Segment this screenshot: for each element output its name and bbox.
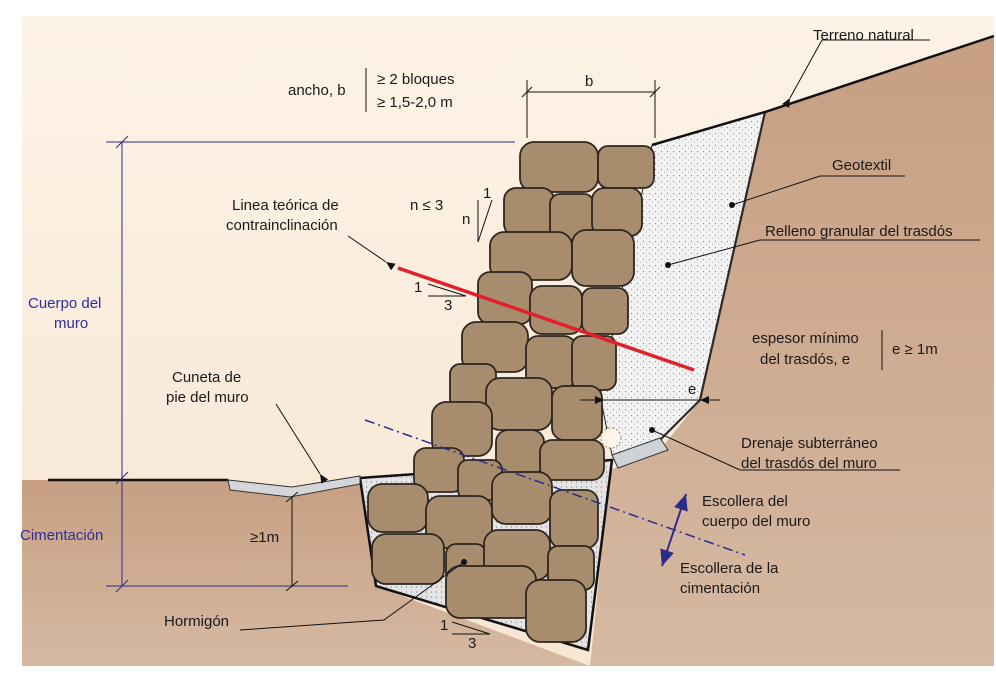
label-cuerpo-2: muro (54, 315, 88, 332)
label-cuerpo-1: Cuerpo del (28, 295, 101, 312)
label-espesor-2: del trasdós, e (760, 351, 850, 368)
slope-triangle-counter (427, 283, 467, 297)
label-espesor-1: espesor mínimo (752, 330, 859, 347)
slope-triangle-n (477, 199, 493, 243)
leader-terreno (782, 39, 930, 108)
separation-line (364, 419, 746, 556)
drain-bed (611, 437, 669, 469)
label-ancho: ancho, b (288, 82, 346, 99)
rock-block (485, 377, 553, 431)
label-escollera-cim-1: Escollera de la (680, 560, 779, 577)
label-espesor-cond: e ≥ 1m (892, 341, 938, 358)
rock-block (529, 285, 583, 335)
label-cuneta-1: Cuneta de (172, 369, 241, 386)
rock-block (519, 141, 599, 193)
rock-block (371, 533, 445, 585)
leader-relleno (667, 239, 980, 266)
leader-linea (347, 235, 396, 271)
rock-block (591, 187, 643, 237)
label-cont-one: 1 (414, 279, 422, 296)
label-metros: ≥ 1,5-2,0 m (377, 94, 453, 111)
terrain-line (651, 34, 995, 147)
label-n-slope-one: 1 (483, 185, 491, 202)
label-drenaje-2: del trasdós del muro (741, 455, 877, 472)
label-min-1m: ≥1m (250, 529, 279, 546)
rock-block (571, 335, 617, 391)
rock-block (571, 229, 635, 287)
label-b: b (585, 73, 593, 90)
label-relleno: Relleno granular del trasdós (765, 223, 953, 240)
toe-ditch (227, 475, 361, 498)
blue-arrow-up (661, 493, 688, 567)
label-linea-1: Linea teórica de (232, 197, 339, 214)
label-e: e (688, 381, 696, 398)
leader-cuneta (275, 403, 329, 484)
label-drenaje-1: Drenaje subterráneo (741, 435, 878, 452)
label-cimentacion: Cimentación (20, 527, 103, 544)
drain-pipe (600, 427, 622, 449)
label-linea-2: contrainclinación (226, 217, 338, 234)
label-geotextil: Geotextil (832, 157, 891, 174)
rock-block (581, 287, 629, 335)
rock-block (495, 429, 545, 475)
slope-triangle-base (451, 621, 491, 635)
label-cont-three: 3 (444, 297, 452, 314)
label-terreno-natural: Terreno natural (813, 27, 914, 44)
rock-block (367, 483, 429, 533)
label-n-slope-n: n (462, 211, 470, 228)
rock-block (539, 439, 605, 481)
label-n-cond: n ≤ 3 (410, 197, 443, 214)
label-base-three: 3 (468, 635, 476, 652)
counter-inclination-line (397, 266, 695, 372)
rock-block (549, 489, 599, 549)
label-base-one: 1 (440, 617, 448, 634)
rock-block (491, 471, 553, 525)
rock-block (525, 579, 587, 643)
leader-hormigon (239, 561, 465, 631)
rock-block (597, 145, 655, 189)
label-escollera-cim-2: cimentación (680, 580, 760, 597)
label-cuneta-2: pie del muro (166, 389, 249, 406)
rock-block (445, 565, 537, 619)
front-soil (22, 478, 590, 666)
rock-block (503, 187, 555, 237)
leader-drenaje (651, 429, 900, 471)
label-escollera-cuerpo-1: Escollera del (702, 493, 788, 510)
leader-geotextil (731, 175, 905, 206)
label-bloques: ≥ 2 bloques (377, 71, 454, 88)
rock-block (551, 385, 603, 441)
label-hormigon: Hormigón (164, 613, 229, 630)
natural-terrain (590, 36, 994, 666)
label-escollera-cuerpo-2: cuerpo del muro (702, 513, 810, 530)
